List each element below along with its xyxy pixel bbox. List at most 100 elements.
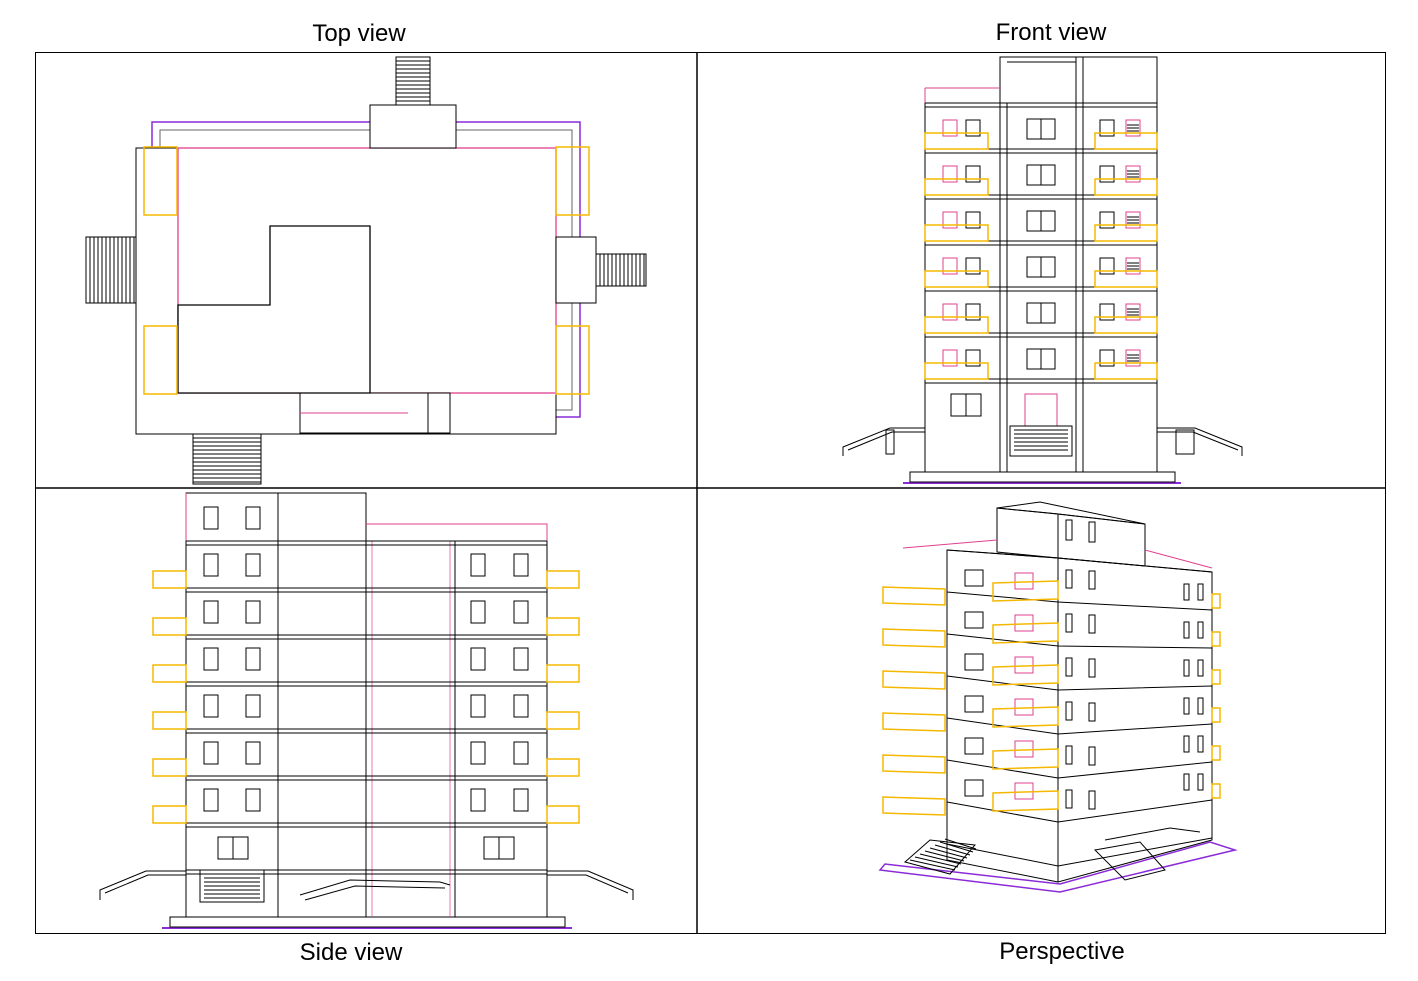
balcony — [1211, 669, 1221, 685]
balcony — [546, 664, 580, 683]
top-view-title: Top view — [312, 20, 406, 47]
window — [1125, 211, 1141, 229]
floor-slab — [946, 717, 1213, 735]
balcony — [992, 748, 1059, 770]
window — [1088, 614, 1096, 634]
window — [942, 165, 958, 183]
window — [1125, 165, 1141, 183]
floor-slab — [946, 759, 1213, 779]
side-face — [1057, 557, 1213, 883]
balcony — [1211, 593, 1221, 609]
window — [964, 653, 984, 671]
top-view-plan — [85, 56, 647, 485]
window — [1065, 745, 1073, 765]
balcony — [152, 664, 187, 683]
window — [965, 119, 981, 137]
drawing-sheet-frame — [35, 52, 1386, 934]
window — [1183, 735, 1190, 753]
window — [245, 694, 261, 718]
balcony — [1211, 783, 1221, 799]
window — [513, 553, 529, 577]
upper-block — [177, 225, 371, 394]
side-view-title: Side view — [299, 939, 403, 966]
window — [245, 741, 261, 765]
window — [964, 695, 984, 713]
window — [513, 600, 529, 624]
perspective-title: Perspective — [999, 938, 1125, 965]
balcony — [555, 146, 590, 216]
balcony — [924, 316, 989, 334]
side-stairs — [1093, 841, 1166, 881]
garage-door — [1009, 425, 1073, 457]
balcony — [546, 711, 580, 730]
balcony — [1094, 362, 1158, 380]
floor-slab — [946, 591, 1213, 611]
window — [1088, 521, 1096, 543]
balcony — [152, 758, 187, 777]
balcony — [1094, 178, 1158, 196]
balcony — [152, 570, 187, 589]
balcony — [924, 132, 989, 150]
balcony — [143, 146, 178, 216]
balcony — [1094, 224, 1158, 242]
floor-slab — [946, 633, 1213, 649]
window — [1183, 773, 1190, 791]
window — [1065, 519, 1073, 541]
window — [470, 600, 486, 624]
entrance-door — [1024, 393, 1058, 427]
garage-door — [199, 869, 265, 903]
window — [964, 779, 984, 797]
window — [1125, 257, 1141, 275]
balcony — [143, 325, 178, 395]
window — [942, 349, 958, 367]
window — [1065, 613, 1073, 633]
window — [1099, 165, 1115, 183]
balcony — [924, 178, 989, 196]
window — [1099, 303, 1115, 321]
window — [470, 553, 486, 577]
window — [1125, 349, 1141, 367]
window — [1088, 746, 1096, 766]
window — [1088, 658, 1096, 678]
roof-block — [999, 56, 1158, 104]
window — [1099, 257, 1115, 275]
front-view-elevation — [842, 56, 1243, 484]
window — [470, 694, 486, 718]
window — [470, 788, 486, 812]
balcony — [1094, 132, 1158, 150]
balcony — [882, 670, 946, 690]
right-stair-core — [555, 236, 597, 304]
roof-block — [185, 492, 367, 542]
window — [203, 647, 219, 671]
balcony — [882, 586, 946, 606]
window — [203, 694, 219, 718]
left-ramp — [99, 870, 186, 900]
top-stair-core — [369, 104, 457, 149]
window — [942, 211, 958, 229]
balcony — [152, 805, 187, 824]
window — [513, 741, 529, 765]
balcony — [555, 325, 590, 395]
window — [965, 165, 981, 183]
window — [1125, 119, 1141, 137]
window — [1197, 583, 1204, 601]
window — [470, 741, 486, 765]
left-ramp — [842, 427, 925, 456]
window — [245, 600, 261, 624]
side-view-elevation — [99, 492, 634, 929]
right-ramp — [547, 870, 634, 900]
balcony — [546, 570, 580, 589]
window — [1197, 697, 1204, 715]
floor-slab — [946, 675, 1213, 691]
window — [1014, 614, 1034, 632]
window — [964, 737, 984, 755]
window — [1065, 789, 1073, 809]
balcony — [546, 805, 580, 824]
window — [1099, 119, 1115, 137]
perspective-view — [878, 501, 1238, 893]
window — [1197, 773, 1204, 791]
balcony — [882, 628, 946, 648]
window — [942, 303, 958, 321]
window — [513, 647, 529, 671]
balcony — [924, 270, 989, 288]
